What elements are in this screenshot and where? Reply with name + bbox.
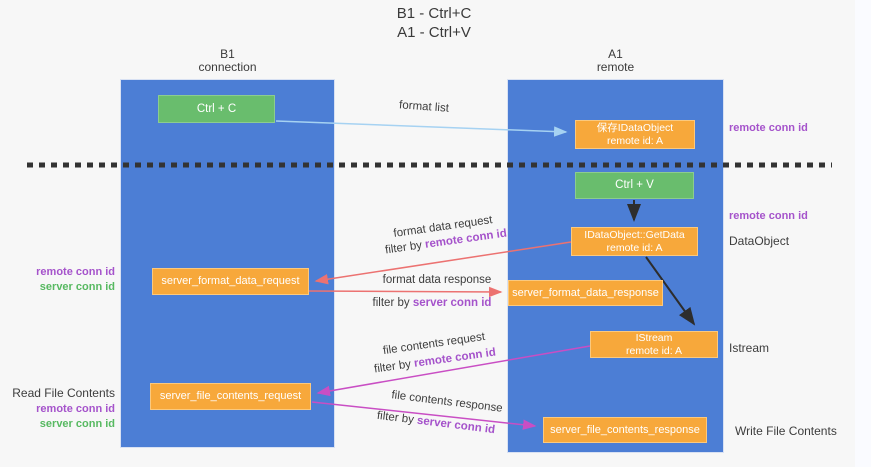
lane-header-b1: B1 connection <box>120 48 335 74</box>
left-server-conn-id-label-2: server conn id <box>39 418 115 430</box>
filter-by-server-conn-id-label-1: filter by server conn id <box>342 297 522 309</box>
filter-by-prefix-2: filter by <box>372 297 413 309</box>
remote-conn-id-label-mid: remote conn id <box>729 210 808 222</box>
istream-box: IStream remote id: A <box>590 331 718 358</box>
server-file-contents-response-label: server_file_contents_response <box>550 423 700 436</box>
remote-conn-id-label-top: remote conn id <box>729 122 808 134</box>
ctrl-c-label: Ctrl + C <box>196 102 237 115</box>
left-server-conn-id-label-1: server conn id <box>39 281 115 293</box>
filter-by-prefix-3: filter by <box>373 357 415 376</box>
server-format-data-response-label: server_format_data_response <box>512 286 659 299</box>
istream-line2: remote id: A <box>625 344 683 357</box>
save-idataobject-box: 保存IDataObject remote id: A <box>575 120 695 149</box>
format-data-response-label: format data response <box>382 274 492 286</box>
save-idataobject-line1: 保存IDataObject <box>596 121 674 134</box>
server-format-data-request-box: server_format_data_request <box>152 268 309 295</box>
window-edge-strip <box>855 0 871 467</box>
lane-header-a1-role: remote <box>596 60 635 74</box>
getdata-line2: remote id: A <box>606 241 663 254</box>
lane-header-a1: A1 remote <box>507 48 724 74</box>
server-file-contents-request-box: server_file_contents_request <box>150 383 311 410</box>
diagram-title: B1 - Ctrl+C A1 - Ctrl+V <box>334 4 534 42</box>
read-file-contents-label: Read File Contents <box>12 386 115 400</box>
getdata-line1: IDataObject::GetData <box>584 228 685 241</box>
format-data-response-arrow <box>308 286 503 298</box>
dataobject-label: DataObject <box>729 234 790 248</box>
istream-line1: IStream <box>635 331 673 344</box>
save-idataobject-line2: remote id: A <box>606 134 664 147</box>
istream-side-label: Istream <box>729 341 770 355</box>
server-format-data-request-label: server_format_data_request <box>161 275 300 287</box>
server-file-contents-request-label: server_file_contents_request <box>159 390 302 402</box>
filter-by-prefix-1: filter by <box>384 238 426 257</box>
filter-by-prefix-4: filter by <box>376 409 418 427</box>
ctrl-v-box: Ctrl + V <box>575 172 694 199</box>
lane-header-b1-role: connection <box>198 60 257 74</box>
title-line-2: A1 - Ctrl+V <box>397 24 471 41</box>
filter-by-value-2: server conn id <box>412 297 492 309</box>
idataobject-getdata-box: IDataObject::GetData remote id: A <box>571 227 698 256</box>
server-file-contents-response-box: server_file_contents_response <box>543 417 707 443</box>
ctrl-v-label: Ctrl + V <box>615 179 654 191</box>
format-list-label: format list <box>398 99 450 115</box>
server-format-data-response-box: server_format_data_response <box>508 280 663 306</box>
lane-header-b1-name: B1 <box>220 47 235 61</box>
ctrl-c-box: Ctrl + C <box>158 95 275 123</box>
title-line-1: B1 - Ctrl+C <box>396 5 472 22</box>
lane-header-a1-name: A1 <box>608 47 623 61</box>
left-remote-conn-id-label-1: remote conn id <box>36 266 115 278</box>
left-remote-conn-id-label-2: remote conn id <box>36 403 115 415</box>
filter-by-value-4: server conn id <box>416 414 496 437</box>
write-file-contents-label: Write File Contents <box>735 424 837 438</box>
